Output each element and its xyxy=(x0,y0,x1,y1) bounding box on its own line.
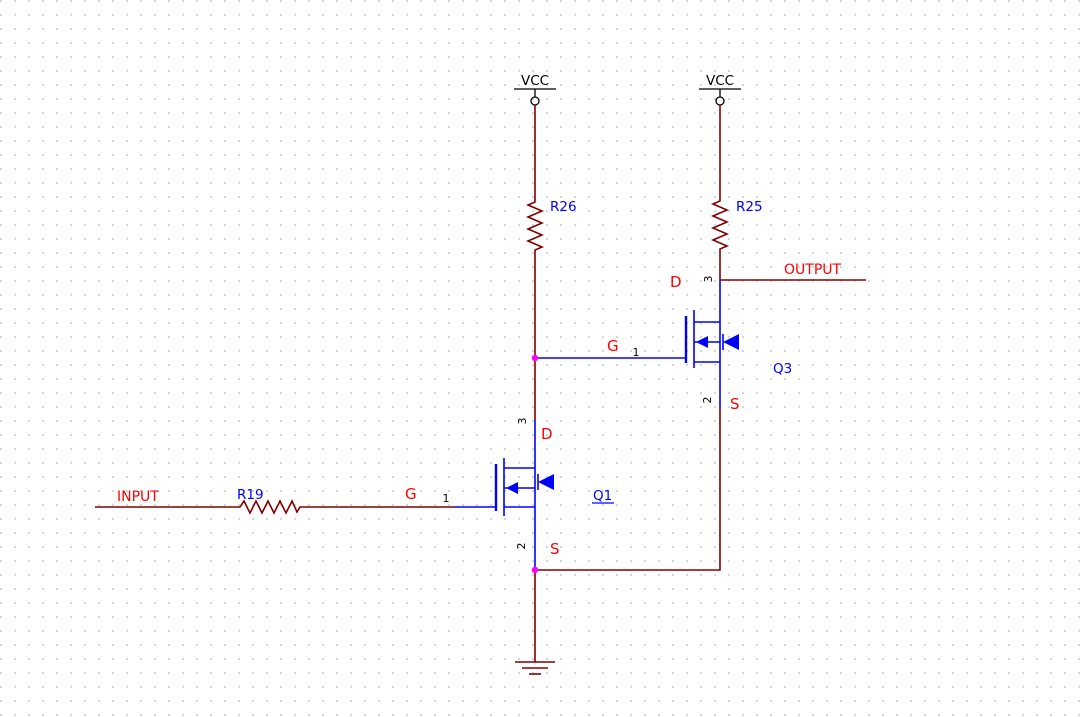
vcc-right-label: VCC xyxy=(706,73,734,89)
q1-pin3-number: 3 xyxy=(516,418,529,425)
q3-source-letter: S xyxy=(730,395,740,413)
r25-designator[interactable]: R25 xyxy=(736,199,763,215)
output-net-label[interactable]: OUTPUT xyxy=(784,262,842,278)
q3-gate-letter: G xyxy=(607,337,619,355)
r26-zigzag xyxy=(525,196,545,258)
transistor-q1[interactable]: D G S 3 1 2 Q1 xyxy=(405,418,614,571)
transistor-q3[interactable]: D G S 3 1 2 Q3 xyxy=(535,273,792,413)
wires[interactable] xyxy=(95,105,866,662)
power-port-vcc-right[interactable]: VCC xyxy=(699,73,741,106)
power-port-vcc-left[interactable]: VCC xyxy=(514,73,556,106)
q1-bulk-arrow-icon xyxy=(506,482,518,494)
wire-q3-source-to-q1-source[interactable] xyxy=(535,408,721,571)
input-net-label[interactable]: INPUT xyxy=(117,489,159,505)
q3-diode-arrow-icon xyxy=(723,334,739,350)
q1-designator[interactable]: Q1 xyxy=(593,488,612,504)
q1-diode-arrow-icon xyxy=(538,474,554,490)
q3-pin2-number: 2 xyxy=(701,397,714,404)
junction-dot-gate-node xyxy=(531,354,539,362)
vcc-left-label: VCC xyxy=(521,73,549,89)
r26-designator[interactable]: R26 xyxy=(550,199,577,215)
junction-dot-source-node xyxy=(531,566,539,574)
q3-drain-letter: D xyxy=(670,273,682,291)
q1-pin1-number: 1 xyxy=(443,492,450,505)
ground-symbol[interactable] xyxy=(515,661,555,675)
resistor-r25[interactable]: R25 xyxy=(710,196,763,252)
q3-bulk-arrow-icon xyxy=(696,336,708,348)
q3-pin1-number: 1 xyxy=(633,346,640,359)
q1-source-letter: S xyxy=(550,540,560,558)
resistor-r19[interactable]: R19 xyxy=(235,487,305,515)
vcc-right-circle-icon xyxy=(715,96,725,106)
q1-drain-letter: D xyxy=(541,425,553,443)
r25-zigzag xyxy=(710,196,730,252)
resistor-r26[interactable]: R26 xyxy=(525,196,577,258)
r19-designator[interactable]: R19 xyxy=(237,487,264,503)
vcc-left-circle-icon xyxy=(530,96,540,106)
q1-pin2-number: 2 xyxy=(515,543,528,550)
r19-zigzag xyxy=(235,499,305,515)
q1-gate-letter: G xyxy=(405,485,417,503)
q3-designator[interactable]: Q3 xyxy=(773,361,792,377)
q3-pin3-number: 3 xyxy=(702,276,715,283)
